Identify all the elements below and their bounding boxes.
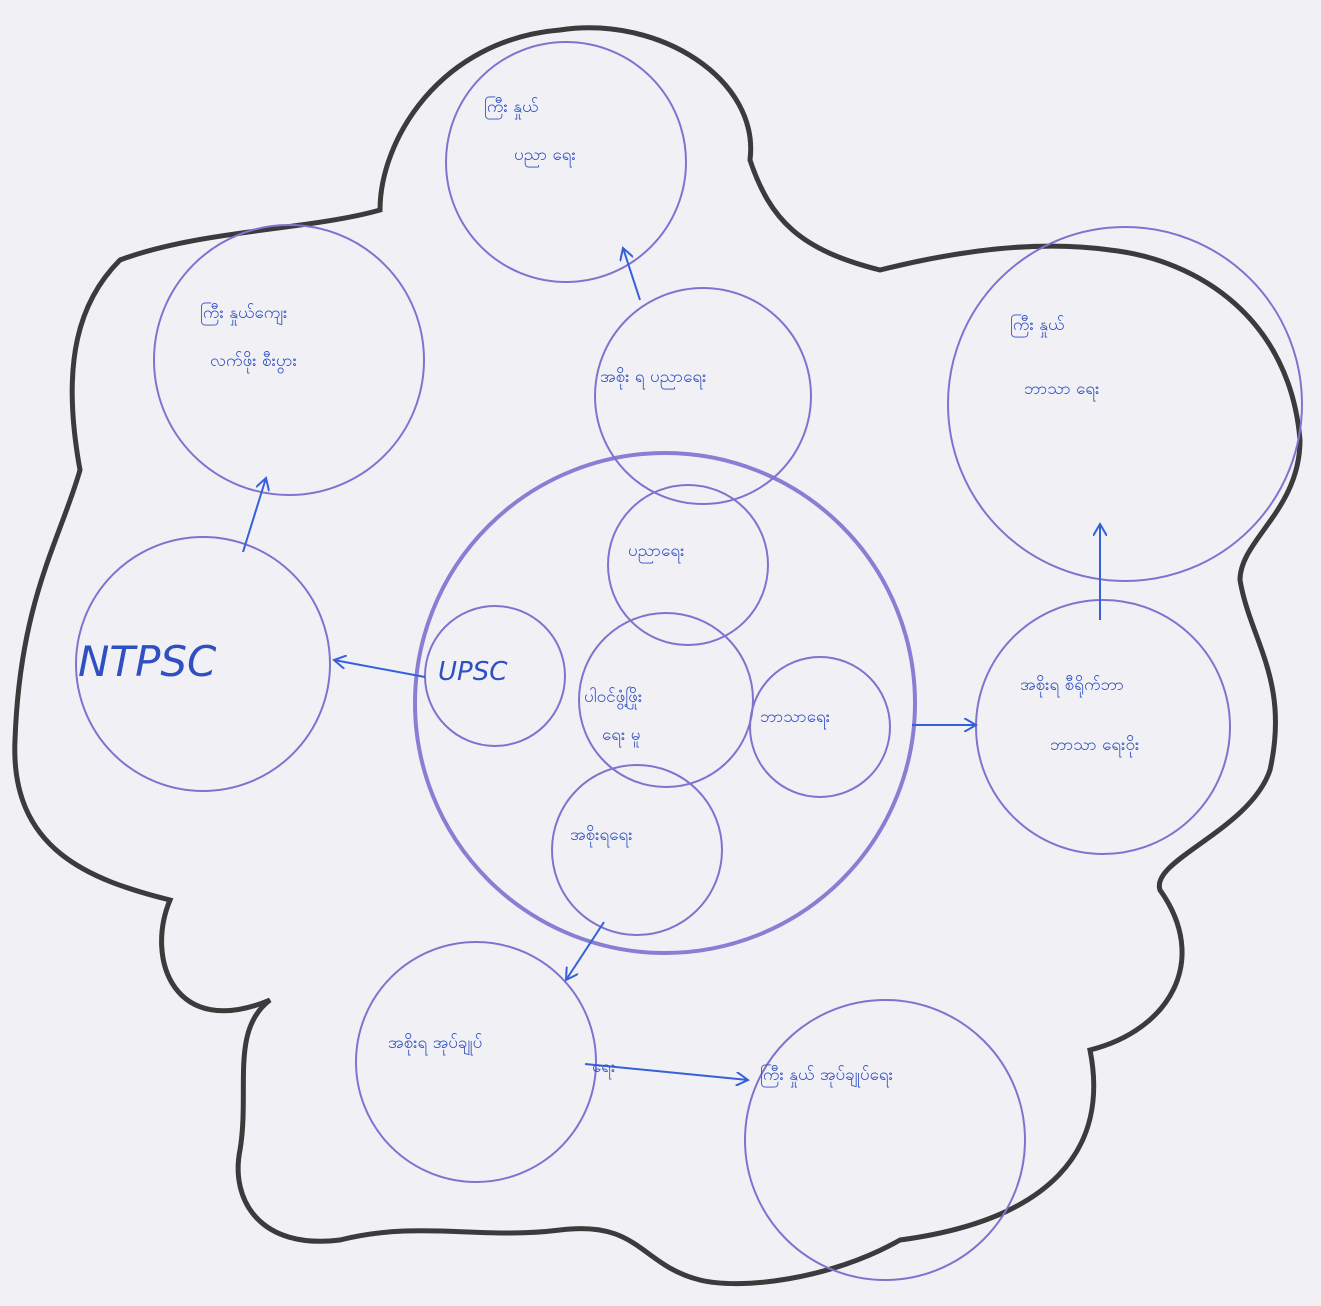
inner-left-label: UPSC: [438, 657, 508, 687]
mid-left-label: NTPSC: [78, 637, 217, 686]
outer-right-label-line1: ကြီး နှုယ်: [1010, 313, 1065, 338]
outer-left-label-line2: လက်ဖိုး စီးပွား: [210, 351, 297, 374]
inner-bottom-circle: [551, 764, 723, 936]
inner-right-label: ဘာသာရေး: [760, 707, 830, 730]
center-label-line2: ရေး မူ: [602, 725, 640, 748]
cloud-boundary: [12, 25, 1303, 1287]
outer-right-label-line2: ဘာသာ ရေး: [1024, 379, 1100, 402]
inner-top-circle: [607, 484, 769, 646]
mid-right-label-line1: အစိုးရ စီရိုက်ဘာ: [1020, 675, 1124, 698]
mid-right-label-line2: ဘာသာ ရေးဝိုး: [1050, 735, 1139, 758]
outer-top-label-line2: ပညာ ရေး: [514, 145, 576, 168]
inner-right-circle: [749, 656, 891, 798]
outer-top-circle: [445, 41, 687, 283]
mid-right-circle: [975, 599, 1231, 855]
outer-left-label-line1: ကြီး နှုယ်ကျေး: [200, 301, 287, 326]
arrow-midtop-to-outertop: [623, 248, 641, 301]
center-group-circle: [413, 451, 917, 955]
mid-top-circle: [594, 287, 812, 505]
arrow-center-to-midbottom: [566, 921, 605, 980]
arrow-midbottom-to-outerbottom: [584, 1063, 748, 1080]
arrow-center-to-midleft: [334, 660, 426, 678]
outer-bottom-label: ကြီး နှုယ် အုပ်ချုပ်ရေး: [760, 1063, 893, 1088]
center-label-line1: ပါဝင်ဖွံ့ဖြိုး: [584, 685, 642, 710]
mid-bottom-label-line2: ရေး: [592, 1057, 615, 1080]
outer-left-circle: [153, 224, 425, 496]
mid-left-circle: [75, 536, 331, 792]
outer-top-label-line1: ကြီး နှုယ်: [484, 95, 539, 120]
center-circle: [578, 612, 754, 788]
inner-bottom-label: အစိုးရရေး: [570, 825, 633, 848]
mid-bottom-label-line1: အစိုးရ အုပ်ချုပ်: [388, 1033, 482, 1056]
arrow-midleft-to-outerleft: [242, 478, 266, 553]
mid-top-label: အစိုး ရ ပညာရေး: [600, 367, 706, 390]
mid-bottom-circle: [355, 941, 597, 1183]
inner-top-label: ပညာရေး: [628, 541, 684, 564]
outer-bottom-circle: [744, 999, 1026, 1281]
outer-right-circle: [947, 226, 1303, 582]
